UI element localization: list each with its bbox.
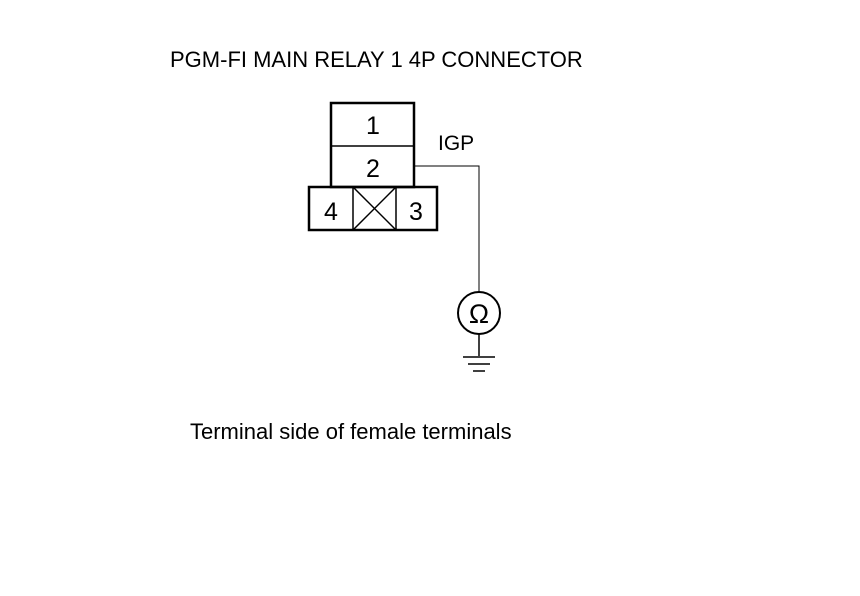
connector-lower-housing	[307, 185, 439, 232]
diagram-title: PGM-FI MAIN RELAY 1 4P CONNECTOR	[170, 47, 583, 72]
terminal-1: 1	[366, 112, 380, 140]
terminal-3: 3	[409, 198, 423, 226]
blocked-cavity-icon	[352, 186, 397, 231]
ground-icon	[463, 356, 495, 372]
ohm-symbol: Ω	[469, 299, 489, 329]
wire-label-igp: IGP	[438, 132, 474, 155]
caption: Terminal side of female terminals	[190, 419, 512, 444]
terminal-2: 2	[366, 155, 380, 183]
probe-wire	[414, 165, 480, 292]
ohmmeter-icon: Ω	[457, 291, 501, 335]
connector-4p	[307, 101, 439, 232]
terminal-4: 4	[324, 198, 338, 226]
